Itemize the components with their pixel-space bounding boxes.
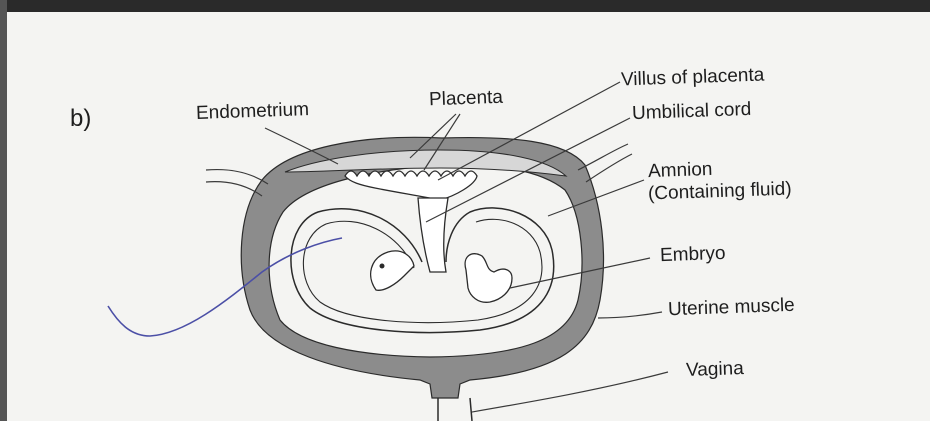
leader-embryo <box>510 258 650 288</box>
scan-left-border <box>0 0 7 421</box>
leader-vagina <box>472 372 668 412</box>
label-uterine-muscle: Uterine muscle <box>668 295 795 320</box>
right-fallopian-tube-lower <box>586 154 632 182</box>
scan-top-border <box>0 0 930 12</box>
umbilical-cord <box>418 198 448 272</box>
embryo-eye <box>380 264 385 269</box>
vagina-canal <box>438 398 472 421</box>
label-umbilical-cord: Umbilical cord <box>632 99 752 124</box>
label-placenta: Placenta <box>429 87 504 111</box>
embryo-body <box>465 254 512 303</box>
placenta-villi <box>345 171 477 200</box>
part-label: b) <box>70 106 91 132</box>
label-amnion: Amnion <box>648 159 713 182</box>
label-embryo: Embryo <box>660 243 726 266</box>
label-endometrium: Endometrium <box>196 99 310 124</box>
label-vagina: Vagina <box>686 358 744 381</box>
right-fallopian-tube <box>578 144 628 170</box>
leader-uterine-muscle <box>598 312 662 318</box>
embryo-left-lobe <box>371 251 414 290</box>
pen-mark <box>108 238 342 336</box>
